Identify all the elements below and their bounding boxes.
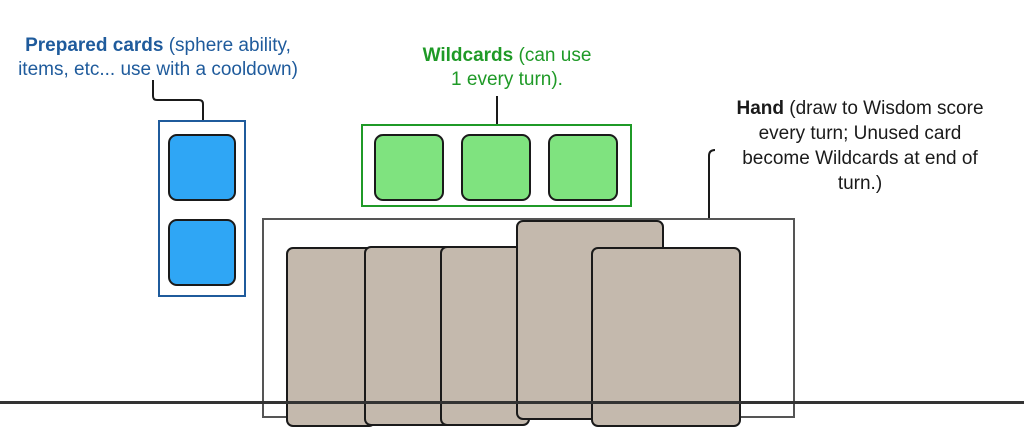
wildcards-label: Wildcards (can use 1 every turn).: [392, 44, 622, 92]
prepared-cards-desc-1: (sphere ability,: [163, 35, 291, 56]
hand-desc-2: every turn; Unused card: [758, 123, 962, 144]
hand-card[interactable]: [286, 247, 376, 427]
bottom-divider: [0, 401, 1024, 404]
hand-card[interactable]: [364, 246, 454, 426]
hand-desc-4: turn.): [837, 173, 883, 194]
wildcard[interactable]: [461, 134, 531, 201]
prepared-cards-slot: [158, 120, 246, 297]
prepared-cards-label: Prepared cards (sphere ability, items, e…: [8, 34, 308, 82]
wildcards-desc-1: (can use: [513, 45, 592, 66]
prepared-cards-title: Prepared cards: [25, 35, 164, 56]
wildcards-title: Wildcards: [422, 45, 514, 66]
prepared-card[interactable]: [168, 219, 236, 286]
hand-desc-1: (draw to Wisdom score: [783, 98, 984, 119]
prepared-cards-desc-2: items, etc... use with a cooldown): [18, 59, 298, 80]
hand-card[interactable]: [591, 247, 741, 427]
prepared-connector: [152, 80, 204, 120]
wildcards-desc-2: 1 every turn).: [451, 69, 563, 90]
hand-label: Hand (draw to Wisdom score every turn; U…: [700, 96, 1020, 196]
wildcard[interactable]: [374, 134, 444, 201]
deck-layout-diagram: Prepared cards (sphere ability, items, e…: [0, 34, 1024, 427]
wildcards-slot: [361, 124, 632, 207]
prepared-card[interactable]: [168, 134, 236, 201]
hand-title: Hand: [736, 98, 784, 119]
hand-area: [262, 218, 795, 427]
hand-desc-3: become Wildcards at end of: [742, 148, 978, 169]
wildcard[interactable]: [548, 134, 618, 201]
